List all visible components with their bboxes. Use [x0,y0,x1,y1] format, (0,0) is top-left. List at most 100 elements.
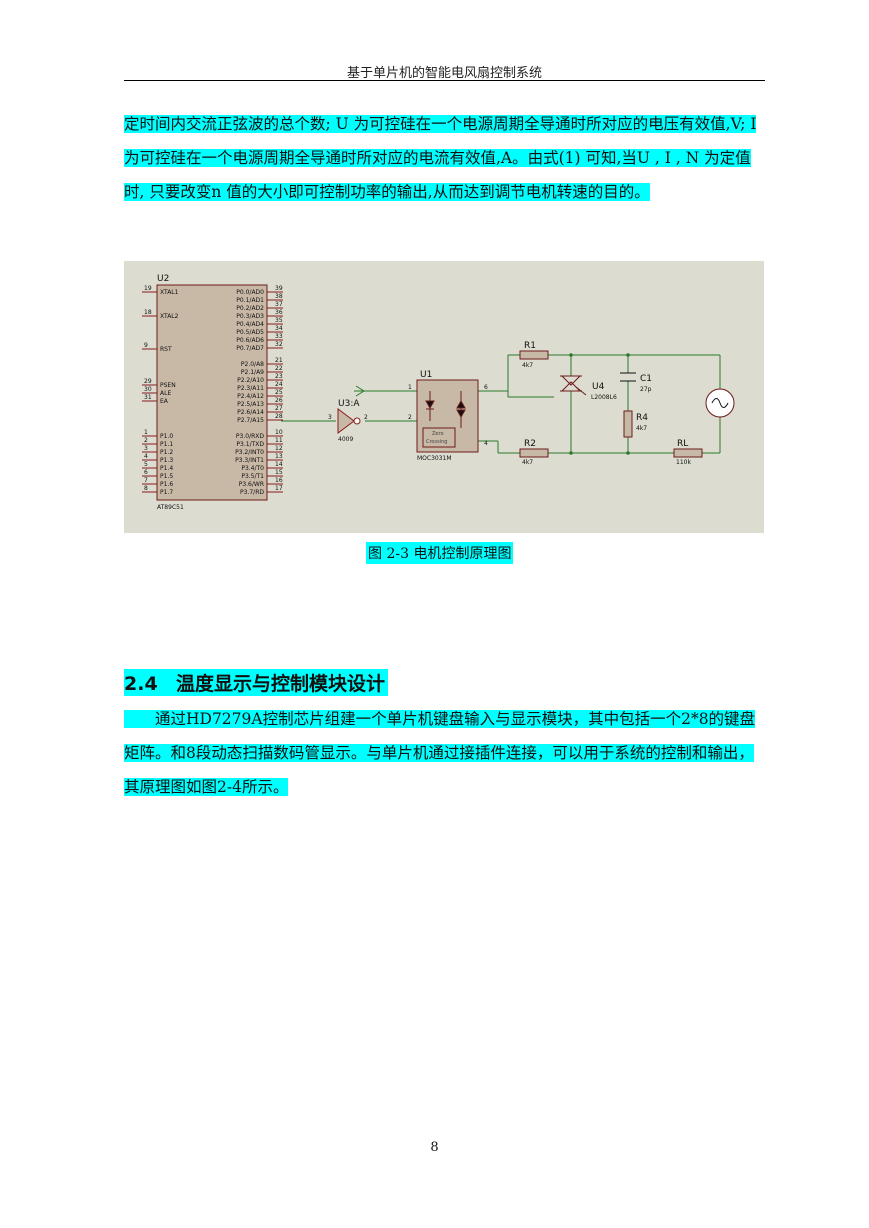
u2-right-pin-name: P0.3/AD3 [236,313,264,320]
u2-left-pin-number: 8 [144,485,148,492]
u2-left-pin-name: ALE [160,390,171,397]
u2-right-pin-number: 34 [275,325,283,332]
u2-right-pin-number: 17 [275,485,283,492]
u2-right-pin-number: 37 [275,301,283,308]
r4-resistor [623,410,633,438]
u2-left-pin-number: 31 [144,394,152,401]
u2-left-pin-name: P1.1 [160,441,173,448]
u2-left-pin-name: P1.2 [160,449,173,456]
page-number: 8 [430,1140,439,1155]
u2-right-pin-name: P2.5/A13 [237,401,264,408]
u2-right-pin-name: P3.7/RD [240,489,264,496]
section-number: 2.4 [124,673,158,695]
terminal-arrow-icon [355,385,365,397]
paragraph-2: 通过HD7279A控制芯片组建一个单片机键盘输入与显示模块，其中包括一个2*8的… [124,702,765,804]
u2-right-pin-number: 12 [275,445,283,452]
u4-triac [560,375,587,396]
r1-resistor [519,350,549,360]
u2-right-pin-number: 13 [275,453,283,460]
header-rule [124,80,765,81]
u2-left-pin-name: P1.0 [160,433,173,440]
u1-zc1: Zero [432,431,444,437]
c1-value: 27p [640,386,652,393]
u4-ref: U4 [592,382,605,392]
u2-right-pin-number: 24 [275,381,283,388]
u2-right-pins: 39P0.0/AD038P0.1/AD137P0.2/AD236P0.3/AD3… [235,285,283,496]
u2-right-pin-name: P0.6/AD6 [236,337,264,344]
rl-value: 110k [676,459,691,466]
u2-right-pin-number: 33 [275,333,283,340]
u2-left-pin-name: P1.5 [160,473,173,480]
u2-right-pin-name: P3.5/T1 [241,473,264,480]
section-title: 温度显示与控制模块设计 [176,673,386,695]
u2-right-pin-name: P2.0/A8 [241,361,264,368]
u2-right-pin-number: 39 [275,285,283,292]
u2-right-pin-number: 22 [275,365,283,372]
r4-ref: R4 [636,413,648,423]
u2-right-pin-number: 21 [275,357,283,364]
page-header: 基于单片机的智能电风扇控制系统 [346,66,542,81]
u2-right-pin-name: P0.4/AD4 [236,321,264,328]
r1-ref: R1 [524,341,536,351]
u2-right-pin-number: 28 [275,413,283,420]
u2-left-pin-number: 19 [144,285,152,292]
u2-left-pin-number: 30 [144,386,152,393]
paragraph-2-text: 通过HD7279A控制芯片组建一个单片机键盘输入与显示模块，其中包括一个2*8的… [124,710,756,796]
u3-pin-in: 3 [328,414,332,421]
u2-right-pin-name: P2.4/A12 [237,393,264,400]
r4-value: 4k7 [636,425,647,432]
u2-left-pin-number: 2 [144,437,148,444]
u2-left-pin-number: 5 [144,461,148,468]
u2-right-pin-name: P0.0/AD0 [236,289,264,296]
u2-left-pin-name: EA [160,398,169,405]
u2-right-pin-name: P3.0/RXD [236,433,264,440]
u2-part: AT89C51 [157,504,184,511]
u2-right-pin-name: P3.6/WR [239,481,264,488]
u2-right-pin-name: P2.6/A14 [237,409,264,416]
u2-left-pin-number: 4 [144,453,148,460]
u2-left-pin-number: 7 [144,477,148,484]
rl-resistor [673,448,703,458]
u3-part: 4009 [338,436,353,443]
u2-right-pin-name: P2.7/A15 [237,417,264,424]
u2-right-pin-number: 23 [275,373,283,380]
c1-capacitor [620,372,636,382]
u2-right-pin-number: 27 [275,405,283,412]
u2-right-pin-number: 10 [275,429,283,436]
u2-left-pin-name: P1.7 [160,489,173,496]
u2-right-pin-number: 38 [275,293,283,300]
u2-left-pin-name: PSEN [160,382,176,389]
u2-right-pin-name: P3.2/INT0 [235,449,264,456]
u2-right-pin-name: P3.1/TXD [236,441,264,448]
u2-left-pin-number: 3 [144,445,148,452]
u2-right-pin-name: P2.2/A10 [237,377,264,384]
u1-part: MOC3031M [417,455,452,462]
u3-inverter [337,408,361,434]
u2-right-pin-name: P0.2/AD2 [236,305,264,312]
paragraph-1-text: 定时间内交流正弦波的总个数; U 为可控硅在一个电源周期全导通时所对应的电压有效… [124,115,757,201]
u1-pin4: 4 [484,440,488,447]
wires [281,354,721,454]
r1-value: 4k7 [522,362,533,369]
paragraph-1: 定时间内交流正弦波的总个数; U 为可控硅在一个电源周期全导通时所对应的电压有效… [124,107,765,209]
u2-left-pin-name: RST [160,346,172,353]
r2-resistor [519,448,549,458]
section-heading: 2.4 温度显示与控制模块设计 [124,669,389,696]
u3-pin-out: 2 [364,414,368,421]
u2-right-pin-number: 35 [275,317,283,324]
u2-ref: U2 [157,274,169,284]
u2-right-pin-name: P2.1/A9 [241,369,264,376]
u1-zc2: Crossing [426,439,447,445]
u2-right-pin-number: 36 [275,309,283,316]
u2-left-pin-name: XTAL1 [160,289,179,296]
u2-right-pin-number: 15 [275,469,283,476]
u2-chip-body [156,284,268,501]
r2-ref: R2 [524,439,536,449]
u2-right-pin-number: 32 [275,341,283,348]
u1-ref: U1 [420,370,432,380]
figure-caption: 图 2-3 电机控制原理图 [366,542,514,564]
u2-left-pin-name: XTAL2 [160,313,179,320]
u2-right-pin-name: P3.3/INT1 [235,457,264,464]
u2-left-pin-number: 9 [144,342,148,349]
